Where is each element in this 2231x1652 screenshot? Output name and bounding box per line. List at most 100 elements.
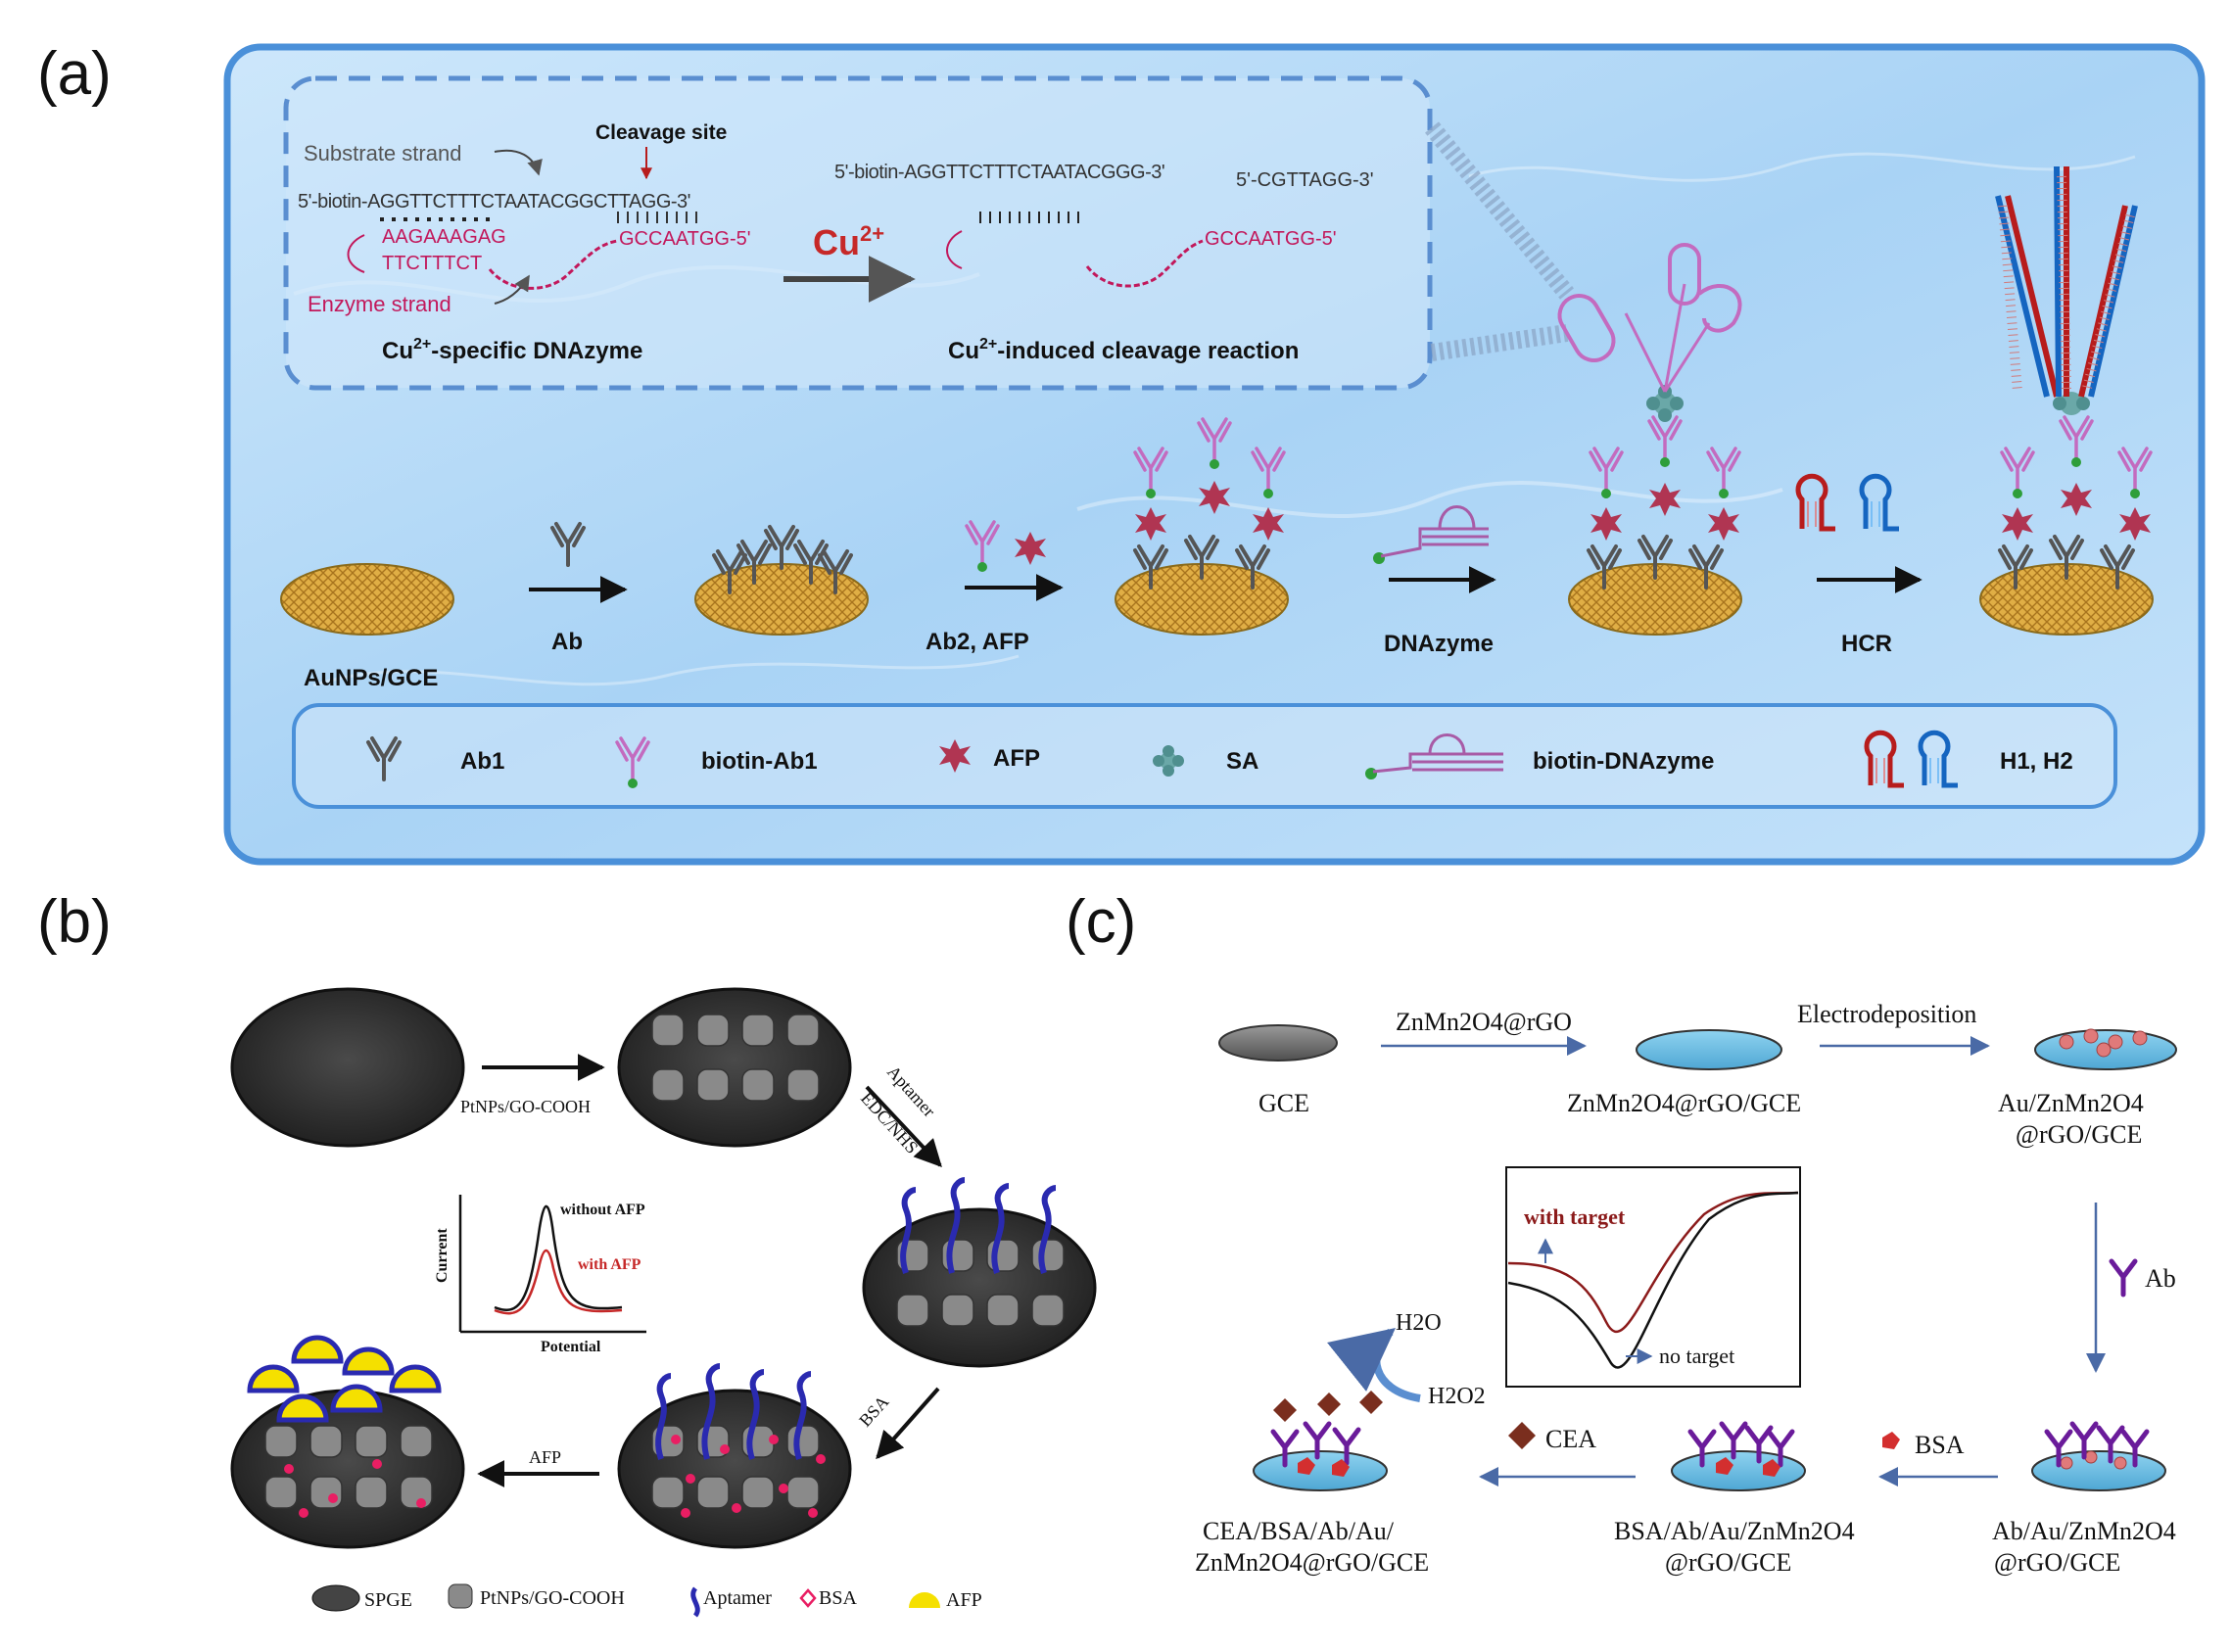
inset-middle: Cu2+ — [783, 221, 916, 303]
sa-complex — [1646, 385, 1684, 422]
step-ab-arrow-group: Ab — [529, 522, 628, 655]
legend-spge: SPGE — [364, 1589, 412, 1611]
c-label-5b: @rGO/GCE — [1665, 1548, 1791, 1577]
dpv-with-label: with target — [1524, 1204, 1626, 1229]
ptnp-sheets-4 — [264, 1425, 433, 1509]
legend-h1h2: H1, H2 — [1867, 732, 2073, 785]
au-nps-2 — [2060, 1450, 2127, 1470]
product-seq-right: GCCAATGG-5' — [1205, 228, 1337, 250]
hcr-polymer — [1995, 165, 2138, 398]
inset-right: 5'-biotin-AGGTTCTTTCTAATACGGG-3' 5'-CGTT… — [834, 162, 1374, 364]
bsa-disk — [1671, 1450, 1806, 1491]
product-seq-a: 5'-biotin-AGGTTCTTTCTAATACGGG-3' — [834, 162, 1164, 183]
legend-biotin-dnazyme-label: biotin-DNAzyme — [1533, 748, 1714, 775]
caption-left: Cu2+-specific DNAzyme — [382, 336, 642, 364]
cv-curve-without — [494, 1204, 623, 1312]
b-arrow-4-label: AFP — [529, 1447, 561, 1467]
substrate-arrow — [494, 149, 543, 176]
legend-biotin-dnazyme: biotin-DNAzyme — [1365, 733, 1714, 779]
c-step-bsa: BSA — [1915, 1431, 1965, 1459]
enzyme-strand-label: Enzyme strand — [308, 292, 451, 316]
spge-afp — [230, 1389, 465, 1549]
step-ab2-label: Ab2, AFP — [926, 629, 1029, 655]
product-loop-end — [946, 230, 963, 269]
spge-ptnps — [617, 987, 852, 1148]
legend-sa: SA — [1153, 745, 1258, 777]
b-arrow-3-label: BSA — [855, 1392, 892, 1430]
c-label-6a: CEA/BSA/Ab/Au/ — [1203, 1517, 1395, 1545]
c-step-1: ZnMn2O4@rGO — [1396, 1008, 1572, 1036]
electrode-3 — [1115, 417, 1289, 636]
c-h2o: H2O — [1396, 1310, 1442, 1336]
cv-inset: Current Potential without AFP with AFP — [434, 1195, 646, 1355]
cv-with-label: with AFP — [578, 1256, 641, 1273]
ptnp-sheets-1 — [651, 1014, 820, 1102]
electrode-1 — [280, 563, 454, 636]
b-arrow-2 — [865, 1085, 942, 1168]
c-step-2: Electrodeposition — [1797, 1000, 1976, 1028]
cu-ion-label: Cu2+ — [813, 221, 884, 262]
inset-left: Substrate strand Cleavage site 5'-biotin… — [298, 121, 751, 364]
aptamer-legend-icon — [690, 1586, 700, 1618]
biotin-dnazyme-icon — [1365, 733, 1503, 779]
c-ab-icon — [2112, 1261, 2135, 1295]
panel-a-legend — [292, 703, 2117, 809]
catalysis-arrow — [1327, 1327, 1421, 1402]
c-step-ab: Ab — [2145, 1264, 2176, 1293]
cea-disk — [1253, 1450, 1388, 1491]
aptamers-1 — [900, 1177, 1057, 1274]
legend-afp-b: AFP — [946, 1589, 982, 1611]
spge-aptamer — [862, 1207, 1097, 1368]
caption-right: Cu2+-induced cleavage reaction — [948, 336, 1299, 364]
enzyme-arrow — [494, 274, 530, 305]
cea-bound — [1273, 1391, 1383, 1422]
step-dnazyme-arrow-group: DNAzyme — [1373, 505, 1496, 657]
step-hcr-label: HCR — [1841, 631, 1892, 657]
aptamers-2 — [655, 1363, 812, 1460]
legend-biotin-ab1-label: biotin-Ab1 — [701, 748, 818, 775]
cv-without-label: without AFP — [560, 1202, 645, 1218]
gce-disk — [1218, 1024, 1338, 1062]
enzyme-seq-right: GCCAATGG-5' — [619, 228, 751, 250]
panel-b-legend: SPGE PtNPs/GO-COOH Aptamer BSA AFP — [311, 1583, 982, 1618]
spge-bsa — [617, 1389, 852, 1549]
legend-ab1-label: Ab1 — [460, 748, 504, 775]
step-ab-label: Ab — [551, 629, 583, 655]
legend-afp: AFP — [939, 739, 1040, 773]
panel-c-scheme: GCE ZnMn2O4@rGO ZnMn2O4@rGO/GCE Electrod… — [1195, 1000, 2177, 1577]
panel-a-label: (a) — [37, 40, 112, 108]
afp-bound — [247, 1335, 442, 1423]
ab-disk — [2031, 1450, 2166, 1491]
legend-aptamer: Aptamer — [703, 1587, 772, 1609]
c-cea-icon — [1508, 1422, 1536, 1449]
legend-biotin-ab1: biotin-Ab1 — [615, 736, 818, 790]
afp-legend-icon — [909, 1592, 940, 1608]
sa-icon — [1153, 745, 1184, 777]
legend-bsa: BSA — [819, 1587, 857, 1609]
c-label-3b: @rGO/GCE — [2016, 1120, 2142, 1149]
panel-c-label: (c) — [1066, 888, 1136, 956]
cea-bsa-blobs — [1298, 1457, 1350, 1477]
enzyme-catalytic-loop — [488, 239, 618, 290]
ptnps-legend-icon — [448, 1583, 473, 1609]
legend-afp-label: AFP — [993, 745, 1040, 772]
c-label-4a: Ab/Au/ZnMn2O4 — [1992, 1517, 2176, 1545]
enzyme-loop-end — [347, 234, 365, 273]
legend-sa-label: SA — [1226, 748, 1258, 775]
step-hcr-arrow-group: HCR — [1798, 476, 1922, 657]
dpv-no-label: no target — [1659, 1344, 1734, 1368]
electrode-4 — [1557, 243, 1742, 636]
b-arrow-3 — [876, 1387, 940, 1460]
spge-bare — [230, 987, 465, 1148]
cleavage-site-label: Cleavage site — [595, 121, 727, 144]
bsa-blobs — [1716, 1457, 1780, 1477]
c-step-cea: CEA — [1545, 1425, 1596, 1453]
step-aunps-gce: AuNPs/GCE — [304, 665, 438, 691]
cv-y-label: Current — [434, 1228, 451, 1283]
c-label-3a: Au/ZnMn2O4 — [1998, 1089, 2144, 1117]
panel-b-label: (b) — [37, 888, 112, 956]
step-dnazyme-label: DNAzyme — [1384, 631, 1494, 657]
c-label-gce: GCE — [1258, 1089, 1309, 1117]
c-h2o2: H2O2 — [1428, 1384, 1486, 1409]
